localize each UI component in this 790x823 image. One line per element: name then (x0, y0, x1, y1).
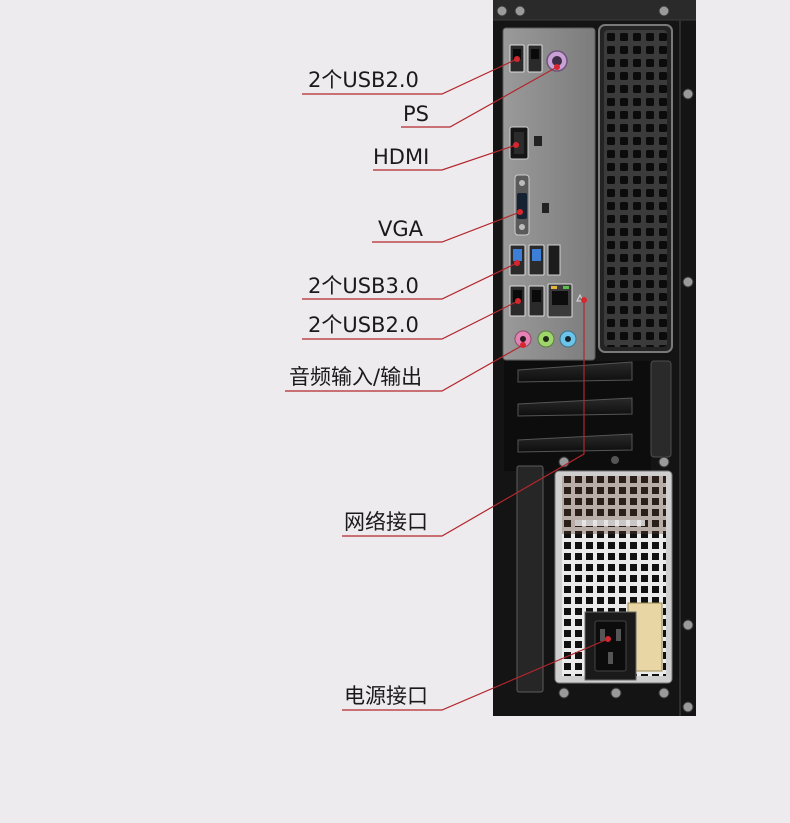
hdmi-port (509, 126, 542, 160)
usb3-ports (509, 244, 561, 276)
leader-vga (372, 211, 521, 243)
ethernet-port (547, 283, 584, 318)
label-vga: VGA (378, 217, 424, 241)
vent-grille (604, 30, 667, 347)
psu-screws (558, 687, 670, 699)
vga-port (514, 174, 549, 236)
leader-audio (285, 344, 524, 392)
label-power: 电源接口 (344, 684, 428, 708)
label-usb2-bottom: 2个USB2.0 (308, 313, 419, 337)
ps2-port (546, 50, 568, 72)
leader-usb2-bottom (302, 300, 519, 340)
label-usb3: 2个USB3.0 (308, 274, 419, 298)
leader-power (342, 638, 609, 711)
expansion-slots (504, 360, 672, 471)
case-top-lip (493, 0, 696, 20)
screw-icon (496, 5, 694, 713)
label-network: 网络接口 (344, 510, 428, 534)
io-shield-plate (502, 27, 596, 361)
label-audio: 音频输入/输出 (289, 365, 423, 389)
leader-network (342, 300, 585, 537)
slot-screws (558, 456, 670, 468)
power-supply (554, 470, 673, 684)
label-ps2: PS (403, 102, 429, 126)
label-usb2-top: 2个USB2.0 (308, 68, 419, 92)
label-hdmi: HDMI (373, 145, 430, 169)
marker-dots (513, 56, 611, 642)
leader-usb3 (302, 262, 518, 300)
leader-ps2 (401, 66, 558, 128)
narrow-slot (516, 465, 544, 693)
audio-jacks (514, 330, 577, 348)
leader-hdmi (373, 144, 517, 171)
leader-usb2-top (302, 58, 518, 95)
leader-lines (285, 58, 609, 711)
